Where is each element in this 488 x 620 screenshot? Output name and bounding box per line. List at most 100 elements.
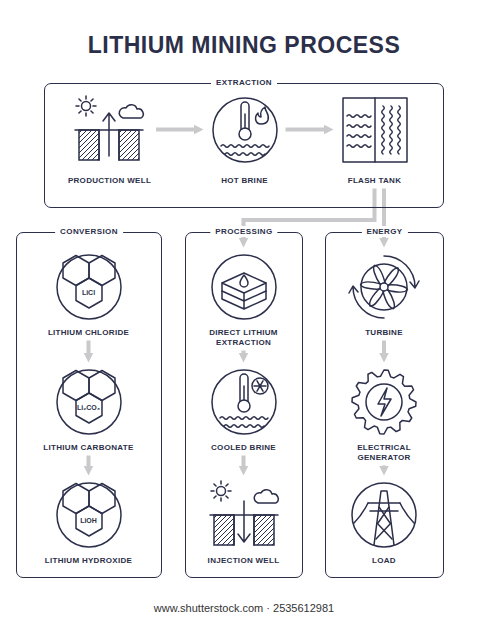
sun-rays [76,96,96,116]
process-step: LITHIUM CARBONATE Li₂CO₃ [23,366,154,453]
step-label: LITHIUM CARBONATE [43,443,133,453]
flow-arrow [382,466,386,468]
step-label-box: INJECTION WELL [192,556,295,566]
water-wave [347,134,371,137]
ground-hatch [119,130,139,160]
tank-divider [374,98,376,162]
water-wave [221,144,269,147]
chemical-formula: LiCl [23,289,154,297]
flow-arrow [87,341,91,355]
icon-group [349,256,419,318]
watermark-note: www.shutterstock.com · 2535612981 [0,601,488,615]
section-heading: ENERGY [361,226,407,237]
section-panel: PROCESSINGDIRECT LITHIUM EXTRACTIONCOOLE… [185,232,303,578]
step-label-box: FLASH TANK [336,176,414,186]
step-label: DIRECT LITHIUM EXTRACTION [192,328,295,348]
turbine-hub [380,283,388,291]
step-label-box: LITHIUM CARBONATE [23,443,154,453]
step-label-box: COOLED BRINE [192,443,295,453]
lightning-symbol [378,388,391,416]
molecule-hexagon [89,483,115,513]
section-heading: CONVERSION [55,226,123,237]
thermometer-bulb [239,128,251,140]
power-line [354,503,414,523]
step-icon [208,366,280,438]
step-icon [348,251,420,323]
ground-hatch [214,515,234,545]
step-label-box: LITHIUM CHLORIDE [23,328,154,338]
sun-symbol [216,486,225,495]
water-wave [347,144,371,147]
icon-circle [57,255,121,319]
flow-arrow [87,456,91,468]
pylon-brace [376,507,392,539]
step-label: LITHIUM CHLORIDE [48,328,129,338]
icon-circle [212,255,276,319]
process-step: TURBINE [332,251,436,338]
step-icon [208,479,280,551]
icon-group [57,255,121,319]
turbine-ring [361,264,407,310]
step-label: LOAD [372,556,396,566]
process-step: FLASH TANK [336,94,414,186]
process-step: DIRECT LITHIUM EXTRACTION [192,251,295,348]
flow-arrow [238,501,250,542]
step-icon [339,94,411,166]
molecule-hexagon [89,255,115,285]
thermometer [241,102,249,130]
snow-ring [252,378,268,394]
steam-line [397,106,400,154]
filter-layer [222,291,266,309]
steam-line [381,106,384,154]
icon-group [57,370,121,434]
process-step: HOT BRINE [206,94,284,186]
icon-group [212,255,276,319]
step-label: PRODUCTION WELL [68,176,151,186]
gear-inner [366,384,402,420]
thermometer-level [243,386,245,400]
icon-circle [57,370,121,434]
flow-arrow [286,128,326,132]
process-step: LITHIUM HYDROXIDELiOH [23,479,154,566]
molecule-hexagon [63,483,89,513]
icon-group [75,96,143,160]
chemical-formula: Li₂CO₃ [23,404,154,412]
pylon-frame [368,491,400,545]
step-label: TURBINE [365,328,403,338]
section-panel: CONVERSIONLITHIUM CHLORIDELiClLITHIUM CA… [16,232,162,578]
icon-group [213,98,277,162]
water-wave [225,152,265,155]
ground-hatch [79,130,99,160]
icon-circle [57,483,121,547]
step-label: INJECTION WELL [208,556,280,566]
icon-group [57,483,121,547]
step-icon [73,94,145,166]
gear-outline [352,370,416,434]
step-icon [208,251,280,323]
process-step: LOAD [332,479,436,566]
step-icon [348,479,420,551]
step-icon [53,251,125,323]
flow-arrow [242,456,246,468]
flow-arrow [156,128,195,132]
icon-group [343,98,407,162]
water-wave [347,114,371,117]
icon-circle [213,98,277,162]
chemical-formula: LiOH [23,517,154,525]
icon-group [210,481,278,545]
tank-outline [343,98,407,162]
step-icon [209,94,281,166]
water-wave [224,424,264,427]
step-label: COOLED BRINE [211,443,276,453]
step-label: FLASH TANK [348,176,402,186]
molecule-hexagon [63,370,89,400]
icon-group [212,370,276,434]
step-label-box: ELECTRICAL GENERATOR [332,443,436,463]
section-panel: ENERGYTURBINEELECTRICAL GENERATORLOAD [325,232,444,578]
water-wave [220,416,268,419]
filter-layer [222,273,266,293]
step-icon [53,479,125,551]
molecule-hexagon [63,255,89,285]
section-heading: EXTRACTION [211,77,277,88]
